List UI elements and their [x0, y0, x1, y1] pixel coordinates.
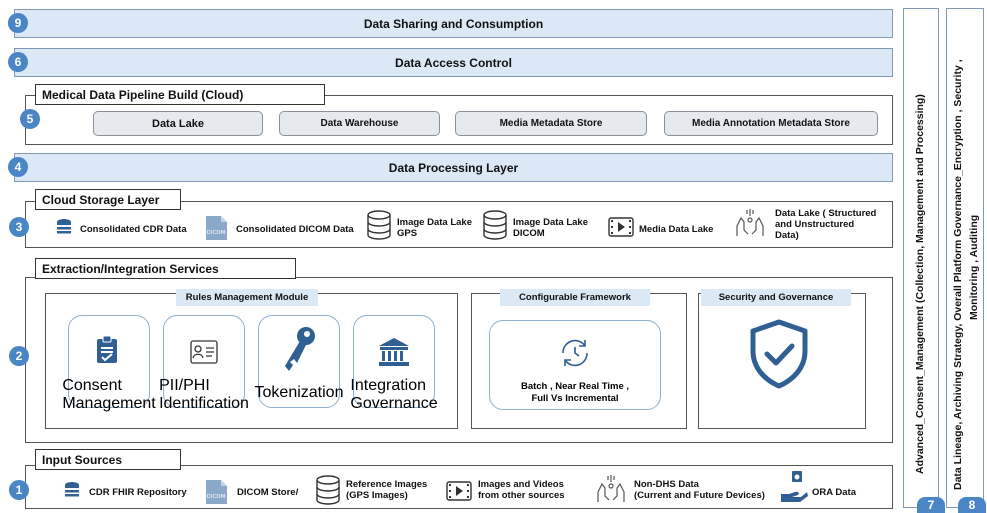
storage-structured-label: Data Lake ( Structured and Unstructured …: [775, 208, 877, 241]
svg-text:DICOM: DICOM: [207, 494, 226, 500]
clipboard-check-icon: [97, 335, 117, 363]
layer-8-badge: 8: [958, 497, 986, 513]
platform-governance-column-text-2: Monitoring , Auditing: [968, 214, 980, 320]
platform-governance-column-text-1: Data Lineage, Archiving Strategy, Overal…: [952, 59, 964, 490]
film-icon: [608, 217, 634, 237]
pii-identification-label: PII/PHI Identification: [159, 377, 249, 412]
input-ora-label: ORA Data: [812, 487, 856, 498]
input-images-videos-label: Images and Videos from other sources: [478, 479, 565, 501]
storage-title: Cloud Storage Layer: [35, 189, 181, 210]
hand-device-icon: [781, 471, 808, 502]
svg-text:DICOM: DICOM: [207, 230, 226, 236]
pipeline-media-annotation-store: Media Annotation Metadata Store: [664, 111, 878, 136]
input-title: Input Sources: [35, 449, 181, 470]
pipeline-media-metadata-store: Media Metadata Store: [455, 111, 647, 136]
dicom-file-icon: DICOM: [206, 480, 227, 504]
layer-9-badge-top: 9: [8, 13, 28, 33]
input-dicom-label: DICOM Store/: [237, 487, 299, 498]
integration-governance-tile: [353, 315, 435, 408]
storage-gps-label: Image Data Lake GPS: [397, 217, 472, 239]
security-header: Security and Governance: [701, 289, 851, 306]
input-cdr-label: CDR FHIR Repository: [89, 487, 187, 498]
consent-management-label: Consent Management: [62, 377, 156, 412]
consent-management-column-text: Advanced_Consent_Management (Collection,…: [914, 94, 926, 474]
layer-2-badge: 2: [9, 346, 29, 366]
layer-1-badge: 1: [9, 480, 29, 500]
integration-governance-label: Integration Governance: [350, 377, 438, 412]
platform-governance-column: [946, 8, 984, 508]
hands-icon: [736, 209, 764, 236]
film-icon: [446, 481, 472, 501]
layer-6-badge: 6: [8, 52, 28, 72]
storage-dicom-label: Consolidated DICOM Data: [236, 224, 354, 235]
building-icon: [379, 338, 409, 366]
data-processing-bar: Data Processing Layer: [14, 153, 893, 182]
id-card-icon: [190, 340, 218, 364]
tokenization-label: Tokenization: [254, 384, 344, 401]
pii-identification-tile: [163, 315, 245, 408]
input-reference-label: Reference Images (GPS Images): [346, 479, 428, 501]
input-non-dhs-label: Non-DHS Data (Current and Future Devices…: [634, 479, 765, 501]
input-frame: [25, 465, 893, 509]
key-icon: [285, 327, 315, 371]
storage-cdr-label: Consolidated CDR Data: [80, 224, 187, 235]
database-icon: [65, 482, 79, 497]
storage-dicom-lake-label: Image Data Lake DICOM: [513, 217, 588, 239]
rules-module-header: Rules Management Module: [176, 289, 318, 306]
framework-text: Batch , Near Real Time , Full Vs Increme…: [520, 381, 630, 404]
hands-icon: [597, 475, 625, 502]
data-access-bar: Data Access Control: [14, 48, 893, 77]
layer-7-badge: 7: [917, 497, 945, 513]
data-sharing-bar: Data Sharing and Consumption: [14, 9, 893, 38]
cylinder-icon: [483, 210, 507, 240]
shield-check-icon: [750, 319, 808, 389]
cylinder-icon: [367, 210, 391, 240]
database-icon: [57, 219, 71, 234]
pipeline-data-warehouse: Data Warehouse: [279, 111, 440, 136]
layer-4-badge: 4: [8, 157, 28, 177]
extraction-title: Extraction/Integration Services: [35, 258, 296, 279]
framework-header: Configurable Framework: [500, 289, 650, 306]
pipeline-data-lake: Data Lake: [93, 111, 263, 136]
layer-3-badge: 3: [9, 217, 29, 237]
refresh-clock-icon: [562, 339, 588, 367]
cylinder-icon: [316, 475, 340, 505]
pipeline-title: Medical Data Pipeline Build (Cloud): [35, 84, 325, 105]
layer-5-badge: 5: [20, 109, 40, 129]
dicom-file-icon: DICOM: [206, 216, 227, 240]
storage-media-label: Media Data Lake: [639, 224, 714, 235]
